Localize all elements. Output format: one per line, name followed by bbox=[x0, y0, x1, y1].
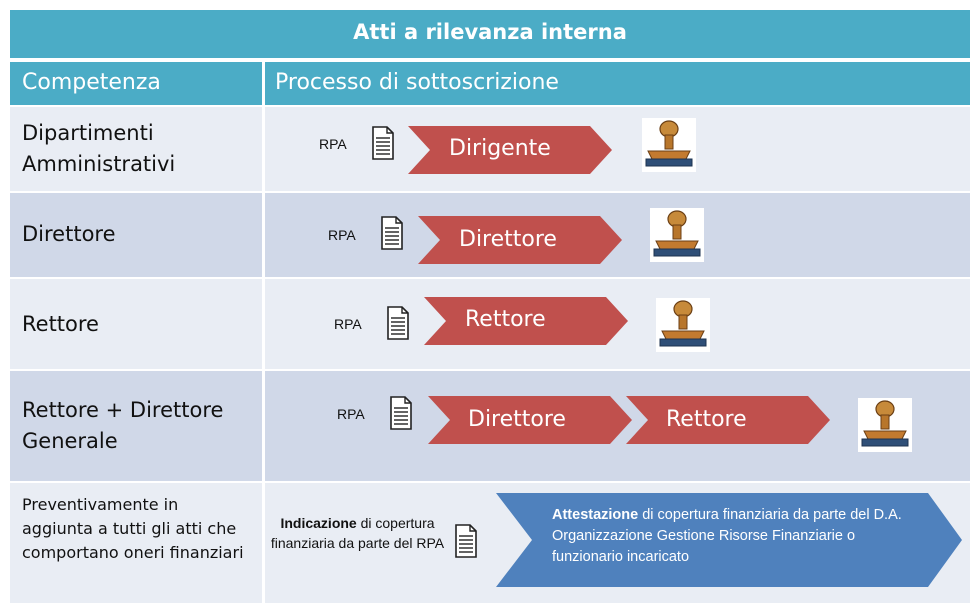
row-label: Direttore bbox=[22, 222, 116, 246]
attestazione-note: Attestazione di copertura finanziaria da… bbox=[552, 505, 924, 568]
stamp-icon bbox=[858, 398, 912, 452]
step-label: Rettore bbox=[666, 407, 747, 432]
row-label: Rettore bbox=[22, 312, 99, 336]
rpa-label: RPA bbox=[319, 136, 347, 152]
step-arrow bbox=[424, 297, 628, 345]
rpa-label: RPA bbox=[334, 316, 362, 332]
document-icon bbox=[387, 306, 409, 340]
title-bar: Atti a rilevanza interna bbox=[10, 10, 970, 58]
indicazione-text: di copertura finanziaria da parte del RP… bbox=[270, 515, 445, 551]
document-icon bbox=[390, 396, 412, 430]
page-title: Atti a rilevanza interna bbox=[353, 20, 627, 44]
step-arrow bbox=[428, 396, 632, 444]
header-competenza: Competenza bbox=[22, 70, 161, 95]
document-icon bbox=[381, 216, 403, 250]
indicazione-bold: Indicazione bbox=[280, 515, 357, 531]
stamp-icon bbox=[642, 118, 696, 172]
document-icon bbox=[455, 524, 477, 558]
step-arrow bbox=[408, 126, 612, 174]
step-label: Rettore bbox=[465, 307, 546, 332]
step-label: Dirigente bbox=[449, 136, 551, 161]
attestazione-bold: Attestazione bbox=[552, 507, 639, 523]
stamp-icon bbox=[656, 298, 710, 352]
table-header: Competenza Processo di sottoscrizione bbox=[10, 62, 970, 105]
step-arrow bbox=[626, 396, 830, 444]
step-label: Direttore bbox=[468, 407, 566, 432]
rpa-label: RPA bbox=[337, 406, 365, 422]
stamp-icon bbox=[650, 208, 704, 262]
step-arrow bbox=[418, 216, 622, 264]
row-label: Rettore + Direttore Generale bbox=[22, 398, 224, 453]
header-processo: Processo di sottoscrizione bbox=[275, 70, 559, 95]
attestazione-arrow bbox=[496, 493, 962, 587]
document-icon bbox=[372, 126, 394, 160]
row-label: Preventivamente in aggiunta a tutti gli … bbox=[22, 495, 244, 562]
indicazione-note: Indicazione di copertura finanziaria da … bbox=[270, 513, 445, 553]
row-label: Dipartimenti Amministrativi bbox=[22, 121, 176, 176]
attestazione-text: di copertura finanziaria da parte del D.… bbox=[552, 507, 902, 565]
step-label: Direttore bbox=[459, 227, 557, 252]
rpa-label: RPA bbox=[328, 227, 356, 243]
column-divider bbox=[262, 62, 265, 603]
